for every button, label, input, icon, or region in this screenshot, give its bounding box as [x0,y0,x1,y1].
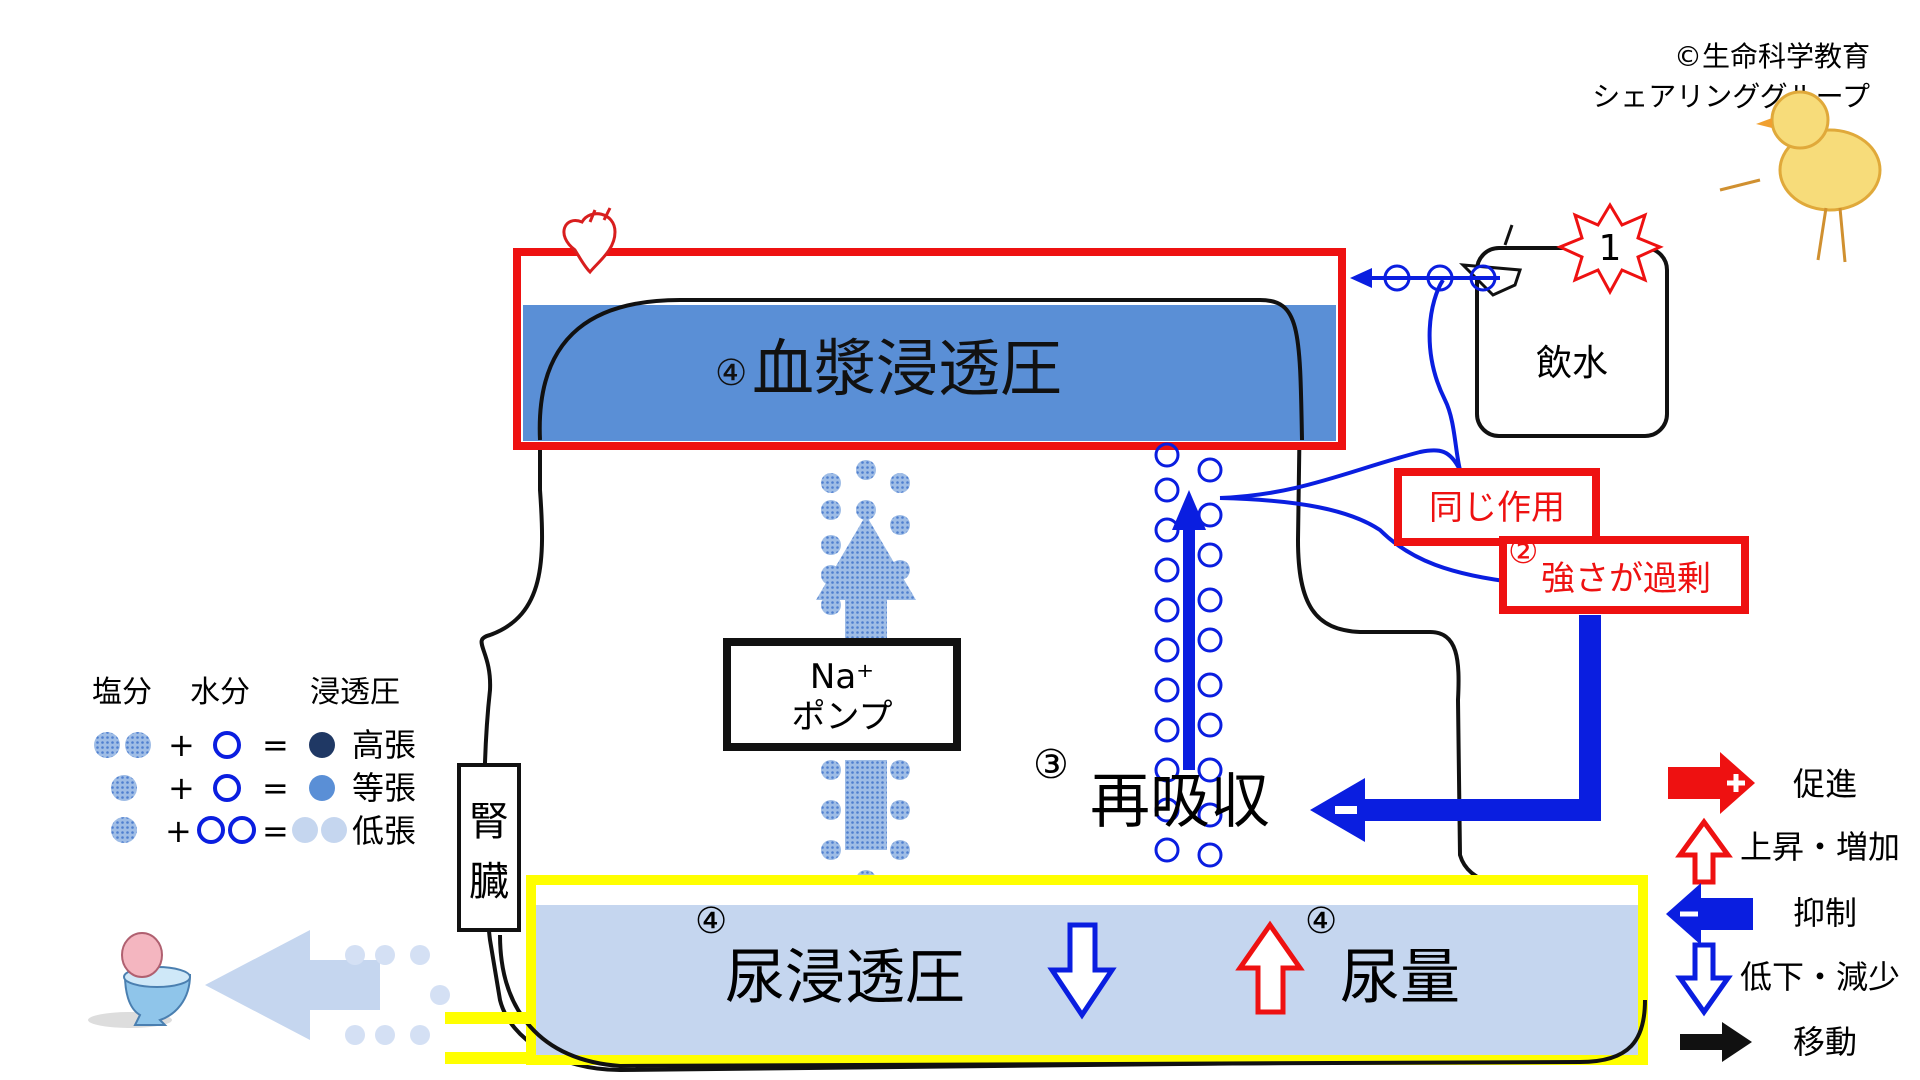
chick-doodle-icon [1719,90,1882,263]
legend-left: 塩分 水分 浸透圧 + = 高張 + = 等張 + = 低張 [92,675,416,850]
reabsorption-arrow [1183,520,1195,770]
reabsorption-water-column [1154,442,1223,908]
excess-label: 強さが過剰 [1541,559,1711,599]
suppress-arrow-icon [1666,883,1753,945]
same-action-box [1394,468,1600,546]
heart-icon [562,207,617,275]
legend-promote: 促進 [1793,765,1857,803]
hypotonic-dot-icon [321,817,347,843]
urine-vol-number: ④ [1305,901,1337,942]
na-pump-line2: ポンプ [792,697,893,737]
reabsorb-label: 再吸収 [1090,767,1270,837]
kidney-line2: 臓 [469,859,509,905]
urine-osm-number: ④ [695,901,727,942]
hypertonic-dot-icon [309,732,335,758]
plasma-label: 血漿浸透圧 [752,332,1062,405]
legend-plus: + [168,769,195,807]
starburst-number: 1 [1599,228,1622,269]
na-pump-line1: Na⁺ [810,657,874,697]
decline-arrow-icon [1675,942,1733,1017]
legend-label-low: 低張 [352,812,416,850]
na-pump-box [723,638,961,751]
salt-dot-icon [125,732,151,758]
legend-header-water: 水分 [190,675,250,710]
hypotonic-dot-icon [292,817,318,843]
legend-label-iso: 等張 [352,769,416,807]
legend-label-high: 高張 [352,726,416,764]
water-circle-icon [213,731,241,759]
salt-dot-icon [94,732,120,758]
kidney-line1: 腎 [469,799,509,845]
legend-plus: + [168,726,195,764]
legend-eq: = [262,726,289,764]
drinking-label: 飲水 [1536,343,1608,384]
credit-line2: シェアリンググループ [1592,80,1870,113]
isotonic-dot-icon [309,775,335,801]
legend-right: 促進 上昇・増加 抑制 低下・減少 移動 [1666,752,1900,1062]
salt-dot-icon [111,817,137,843]
legend-eq: = [262,769,289,807]
legend-plus: + [165,812,192,850]
excess-box [1499,536,1749,614]
water-circle-icon [197,816,225,844]
same-action-label: 同じ作用 [1429,488,1565,528]
legend-suppress: 抑制 [1793,894,1857,932]
toilet-icon [88,932,192,1028]
suppress-arrow [1350,615,1601,821]
increase-arrow-icon [1235,920,1305,1015]
water-circle-icon [213,774,241,802]
water-droplets-top [1383,264,1497,292]
urine-osm-label: 尿浸透圧 [725,943,965,1013]
reabsorb-number: ③ [1033,742,1069,788]
credit-line1: ©生命科学教育 [1674,40,1870,73]
legend-rise: 上昇・増加 [1740,828,1900,866]
move-arrow-icon [1680,1022,1752,1062]
urine-vol-label: 尿量 [1340,943,1460,1013]
water-circle-icon [228,816,256,844]
salt-dot-icon [111,775,137,801]
rise-arrow-icon [1675,817,1733,885]
promote-arrow-icon [1668,752,1755,814]
kidney-box [457,763,521,932]
plasma-fill [523,305,1336,441]
excess-number: ② [1508,532,1538,572]
decrease-arrow-icon [1047,922,1117,1020]
legend-header-salt: 塩分 [92,675,152,710]
starburst-icon: 1 [1556,202,1664,296]
legend-decline: 低下・減少 [1740,958,1900,996]
plasma-number: ④ [715,353,747,394]
legend-move: 移動 [1793,1023,1857,1061]
excretion-flow [205,930,450,1045]
legend-header-osm: 浸透圧 [310,675,400,710]
legend-eq: = [262,812,289,850]
